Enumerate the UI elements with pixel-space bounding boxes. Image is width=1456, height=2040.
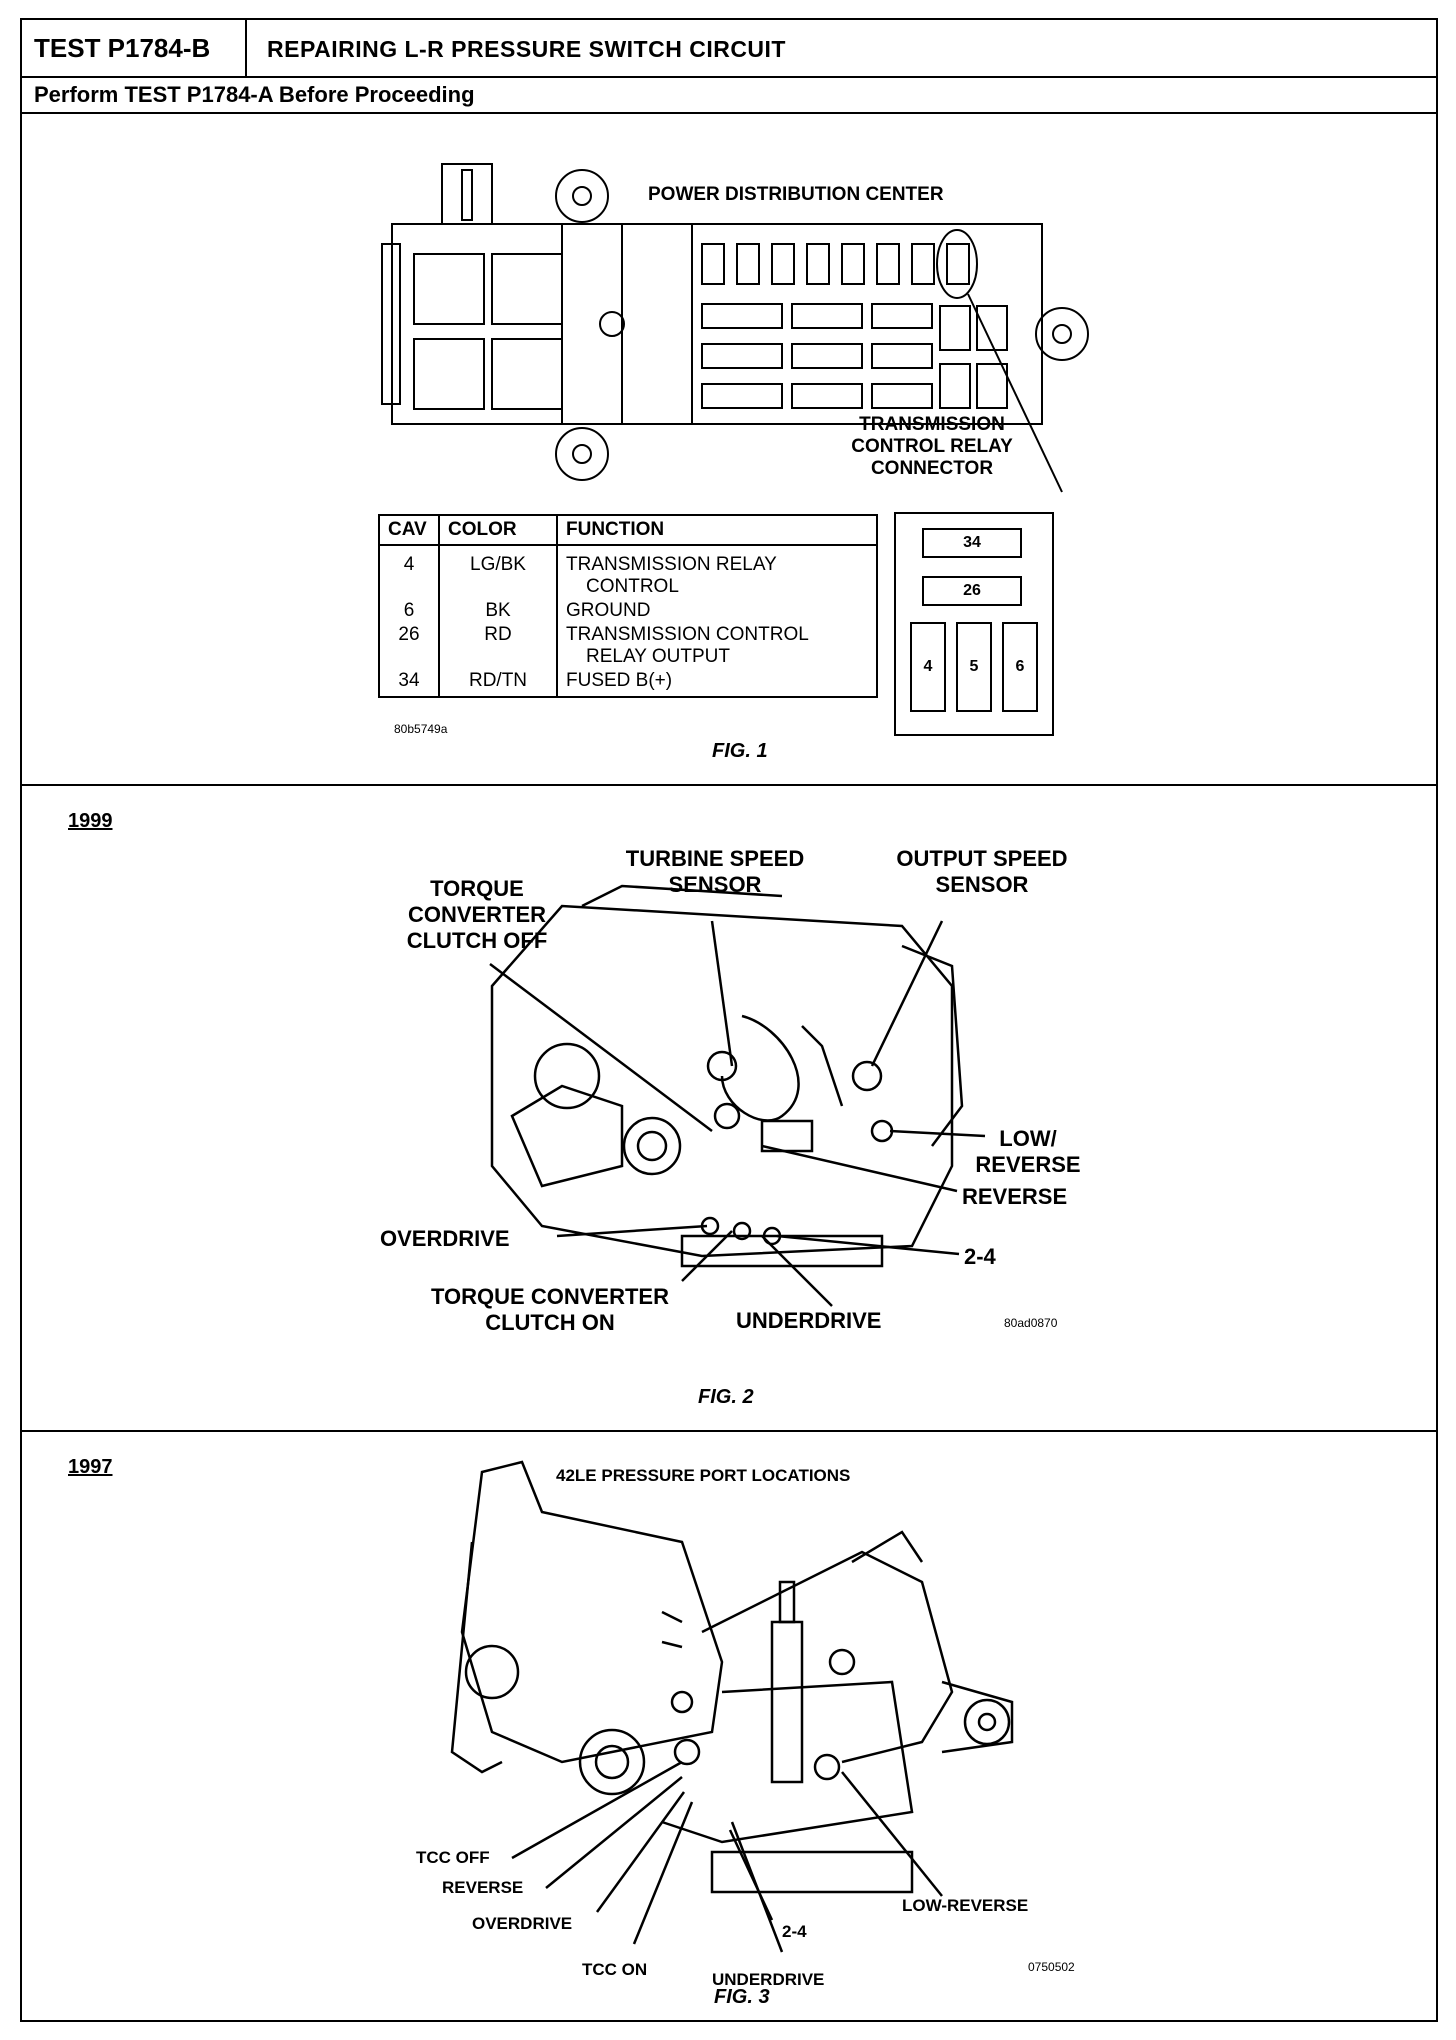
pin-26: 26: [922, 576, 1022, 606]
label-tcc-off: TORQUE CONVERTER CLUTCH OFF: [377, 876, 577, 954]
fig3-caption: FIG. 3: [714, 1986, 770, 2008]
label-reverse: REVERSE: [962, 1184, 1068, 1209]
test-subtitle: Perform TEST P1784-A Before Proceeding: [22, 78, 1436, 114]
cell-function-line1: TRANSMISSION RELAY: [566, 554, 777, 575]
header-bar: TEST P1784-B REPAIRING L-R PRESSURE SWIT…: [22, 20, 1436, 78]
figure-3-panel: 1997 42LE PRESSURE PORT LOCATIONS: [22, 1432, 1436, 2020]
output-line1: OUTPUT SPEED: [896, 846, 1068, 871]
col-color: COLOR: [439, 515, 558, 546]
label-underdrive: UNDERDRIVE: [736, 1308, 882, 1333]
cell-color: BK: [439, 599, 558, 623]
label-overdrive-1997: OVERDRIVE: [472, 1914, 573, 1933]
col-function: FUNCTION: [557, 515, 877, 546]
fig3-title: 42LE PRESSURE PORT LOCATIONS: [556, 1466, 851, 1485]
pin-34: 34: [922, 528, 1022, 558]
tcc-off-line1: TORQUE: [430, 876, 524, 901]
fig2-image-code: 80ad0870: [1004, 1316, 1058, 1330]
cell-function: FUSED B(+): [566, 670, 673, 691]
label-tcc-off-1997: TCC OFF: [416, 1848, 490, 1867]
fig1-caption: FIG. 1: [712, 740, 768, 762]
fig2-year: 1999: [68, 810, 113, 832]
cell-cav: 4: [379, 545, 440, 599]
table-row: 6 BK GROUND: [379, 599, 877, 623]
test-title: REPAIRING L-R PRESSURE SWITCH CIRCUIT: [267, 36, 786, 62]
label-reverse-1997: REVERSE: [442, 1878, 524, 1897]
turbine-line1: TURBINE SPEED: [625, 846, 805, 871]
cell-cav: 34: [379, 669, 440, 697]
cell-color: RD: [439, 623, 558, 669]
connector-label-line2: CONTROL RELAY: [851, 436, 1013, 457]
fig3-image-code: 0750502: [1028, 1960, 1075, 1974]
relay-connector-diagram: 34 26 4 5 6: [894, 512, 1054, 736]
pin-5: 5: [956, 622, 992, 712]
table-row: 34 RD/TN FUSED B(+): [379, 669, 877, 697]
label-underdrive-1997: UNDERDRIVE: [712, 1970, 825, 1989]
low-reverse-line2: REVERSE: [975, 1152, 1081, 1177]
cell-function-line1: TRANSMISSION CONTROL: [566, 624, 809, 645]
transmission-1997-drawing: [450, 1460, 1014, 1953]
label-overdrive: OVERDRIVE: [380, 1226, 510, 1251]
cell-color: LG/BK: [439, 545, 558, 599]
figure-2-panel: 1999: [22, 786, 1436, 1432]
cell-color: RD/TN: [439, 669, 558, 697]
power-distribution-center-drawing: [381, 163, 1089, 493]
cavity-table-header: CAV COLOR FUNCTION: [379, 515, 877, 546]
tcc-on-line1: TORQUE CONVERTER: [431, 1284, 669, 1309]
fig1-title: POWER DISTRIBUTION CENTER: [648, 184, 944, 205]
label-2-4: 2-4: [964, 1244, 996, 1269]
fig1-image-code: 80b5749a: [394, 722, 448, 736]
fig2-caption: FIG. 2: [698, 1386, 754, 1408]
cavity-table: CAV COLOR FUNCTION 4 LG/BK TRANSMISSION …: [378, 514, 878, 698]
connector-label-line3: CONNECTOR: [870, 458, 994, 479]
col-cav: CAV: [379, 515, 440, 546]
cell-function: GROUND: [566, 600, 651, 621]
label-tcc-on: TORQUE CONVERTER CLUTCH ON: [400, 1284, 700, 1336]
label-low-reverse: LOW/ REVERSE: [968, 1126, 1088, 1178]
connector-label: TRANSMISSION CONTROL RELAY CONNECTOR: [812, 414, 1052, 480]
low-reverse-line1: LOW/: [999, 1126, 1057, 1151]
label-output-speed-sensor: OUTPUT SPEED SENSOR: [862, 846, 1102, 898]
turbine-line2: SENSOR: [668, 872, 762, 897]
label-2-4-1997: 2-4: [782, 1922, 807, 1941]
page-frame: TEST P1784-B REPAIRING L-R PRESSURE SWIT…: [20, 18, 1438, 2022]
cell-function-line2: CONTROL: [586, 576, 679, 597]
tcc-off-line2: CONVERTER: [407, 902, 547, 927]
fig3-year: 1997: [68, 1456, 113, 1478]
tcc-off-line3: CLUTCH OFF: [406, 928, 548, 953]
tcc-on-line2: CLUTCH ON: [485, 1310, 615, 1335]
cell-cav: 6: [379, 599, 440, 623]
label-low-reverse-1997: LOW-REVERSE: [902, 1896, 1029, 1915]
label-tcc-on-1997: TCC ON: [582, 1960, 648, 1979]
pin-6: 6: [1002, 622, 1038, 712]
transmission-1999-drawing: [489, 884, 986, 1307]
cell-cav: 26: [379, 623, 440, 669]
connector-label-line1: TRANSMISSION: [859, 414, 1005, 435]
output-line2: SENSOR: [935, 872, 1029, 897]
test-id: TEST P1784-B: [22, 20, 247, 76]
cell-function-line2: RELAY OUTPUT: [586, 646, 730, 667]
pin-4: 4: [910, 622, 946, 712]
figure-1-panel: POWER DISTRIBUTION CENTER: [22, 114, 1436, 786]
label-turbine-speed-sensor: TURBINE SPEED SENSOR: [590, 846, 840, 898]
